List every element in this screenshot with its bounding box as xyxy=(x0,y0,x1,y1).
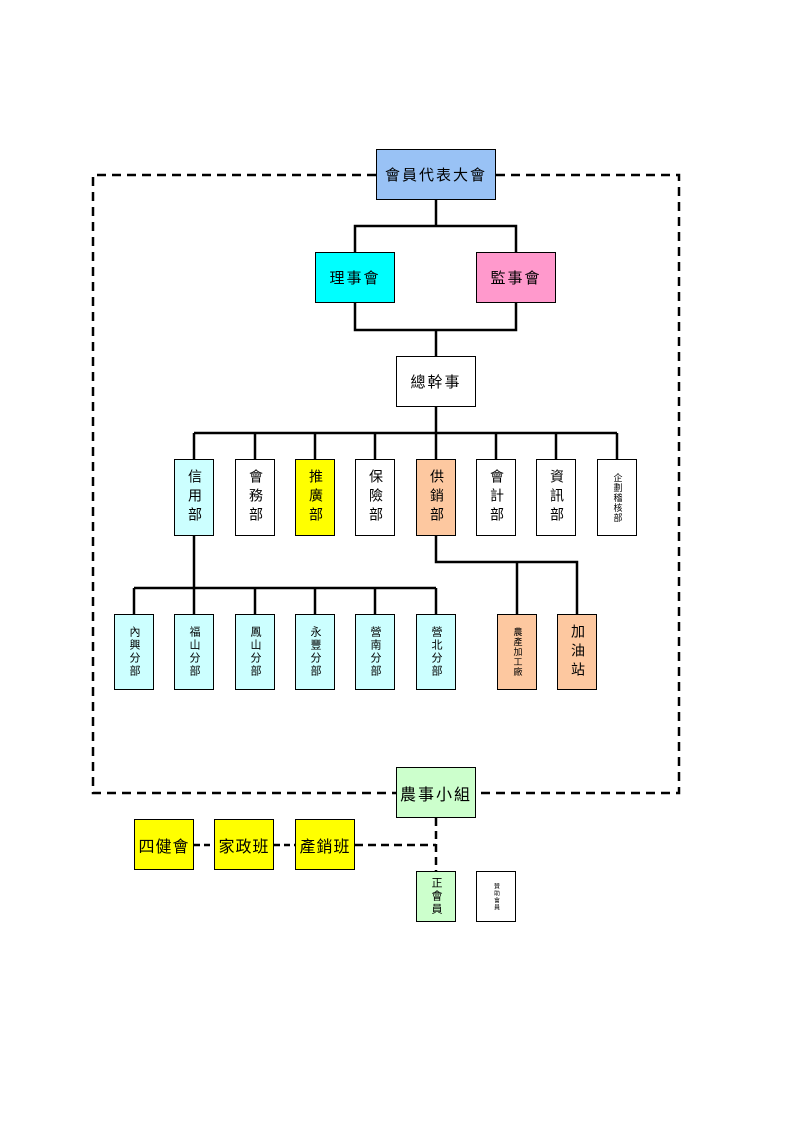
board-of-directors-box: 理事會 xyxy=(315,252,395,303)
production-class-box: 產銷班 xyxy=(295,819,355,870)
accounting-dept-box: 會計部 xyxy=(476,459,516,536)
associate-member-box: 贊助會員 xyxy=(476,871,516,922)
audit-dept-box: 企劃稽核部 xyxy=(597,459,637,536)
yingbei-branch-box: 營北分部 xyxy=(416,614,456,690)
four-h-club-box: 四健會 xyxy=(134,819,194,870)
neixing-branch-box: 內興分部 xyxy=(114,614,154,690)
supply-dept-box: 供銷部 xyxy=(416,459,456,536)
gas-station-box: 加油站 xyxy=(557,614,597,690)
affairs-dept-box: 會務部 xyxy=(235,459,275,536)
fushan-branch-box: 福山分部 xyxy=(174,614,214,690)
processing-plant-box: 農產加工廠 xyxy=(497,614,537,690)
farm-group-box: 農事小組 xyxy=(396,767,476,818)
info-dept-box: 資訊部 xyxy=(536,459,576,536)
yongfeng-branch-box: 永豐分部 xyxy=(295,614,335,690)
home-economics-box: 家政班 xyxy=(214,819,274,870)
fengshan-branch-box: 鳳山分部 xyxy=(235,614,275,690)
board-of-supervisors-box: 監事會 xyxy=(476,252,556,303)
assembly-box: 會員代表大會 xyxy=(376,149,496,200)
insurance-dept-box: 保險部 xyxy=(355,459,395,536)
credit-dept-box: 信用部 xyxy=(174,459,214,536)
yingnan-branch-box: 營南分部 xyxy=(355,614,395,690)
regular-member-box: 正會員 xyxy=(416,871,456,922)
general-manager-box: 總幹事 xyxy=(396,356,476,407)
extension-dept-box: 推廣部 xyxy=(295,459,335,536)
